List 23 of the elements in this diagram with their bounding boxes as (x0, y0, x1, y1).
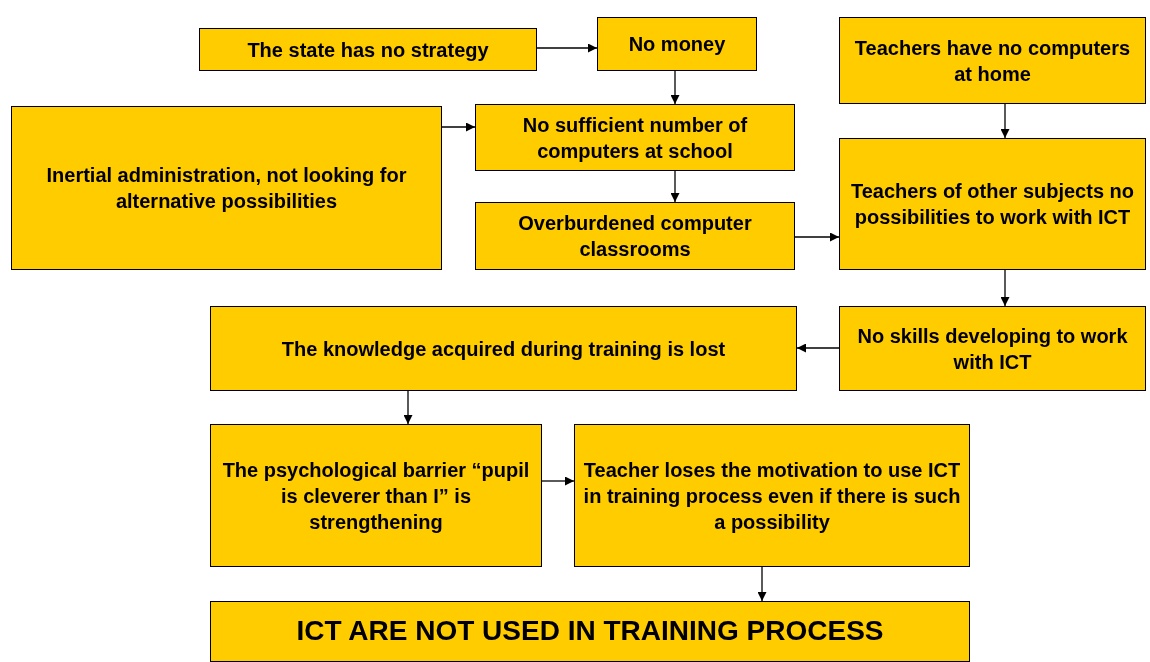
process-box: The knowledge acquired during training is lost (210, 306, 797, 391)
process-box: Inertial administration, not looking for alternative possibilities (11, 106, 442, 270)
arrow (757, 566, 767, 602)
process-box: No skills developing to work with ICT (839, 306, 1146, 391)
process-box: Overburdened computer classrooms (475, 202, 795, 270)
process-box: Teachers have no computers at home (839, 17, 1146, 104)
process-box: Teachers of other subjects no possibilities to work with ICT (839, 138, 1146, 270)
arrow (536, 43, 598, 53)
process-box: The state has no strategy (199, 28, 537, 71)
process-box: ICT ARE NOT USED IN TRAINING PROCESS (210, 601, 970, 662)
arrow (441, 122, 476, 132)
process-box: No money (597, 17, 757, 71)
process-box: No sufficient number of computers at school (475, 104, 795, 171)
process-box: The psychological barrier “pupil is cleverer than I” is strengthening (210, 424, 542, 567)
process-box: Teacher loses the motivation to use ICT in training process even if there is such a possibility (574, 424, 970, 567)
arrow (541, 476, 575, 486)
arrow (794, 232, 840, 242)
arrow (1000, 269, 1010, 307)
arrow (1000, 103, 1010, 139)
arrow (670, 170, 680, 203)
arrow (403, 390, 413, 425)
arrow (796, 343, 840, 353)
arrow (670, 70, 680, 105)
